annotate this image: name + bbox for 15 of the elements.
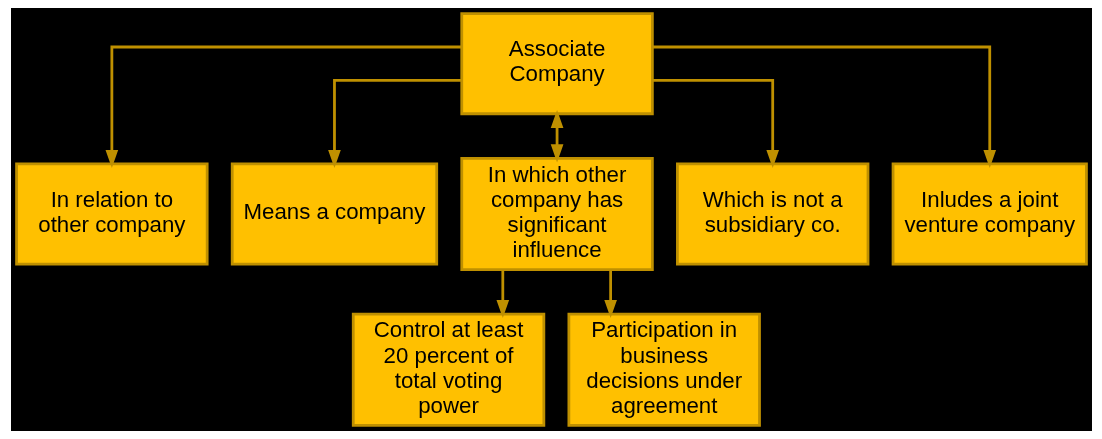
arrow <box>652 79 779 169</box>
arrow <box>105 45 462 169</box>
arrow <box>603 269 617 318</box>
arrow <box>327 79 461 169</box>
node-box: Associate Company <box>459 12 654 116</box>
node-box: Control at least 20 percent of total voting power <box>351 312 545 427</box>
node-box: In which other company has significant influence <box>459 156 654 271</box>
node-box: Means a company <box>230 162 438 266</box>
node-box: In relation to other company <box>14 162 209 266</box>
arrow <box>495 269 509 318</box>
arrow <box>550 109 563 163</box>
node-box: Inludes a joint venture company <box>891 162 1088 266</box>
node-box: Participation in business decisions under agreement <box>567 312 761 427</box>
arrow <box>652 45 996 169</box>
node-box: Which is not a subsidiary co. <box>675 162 869 266</box>
